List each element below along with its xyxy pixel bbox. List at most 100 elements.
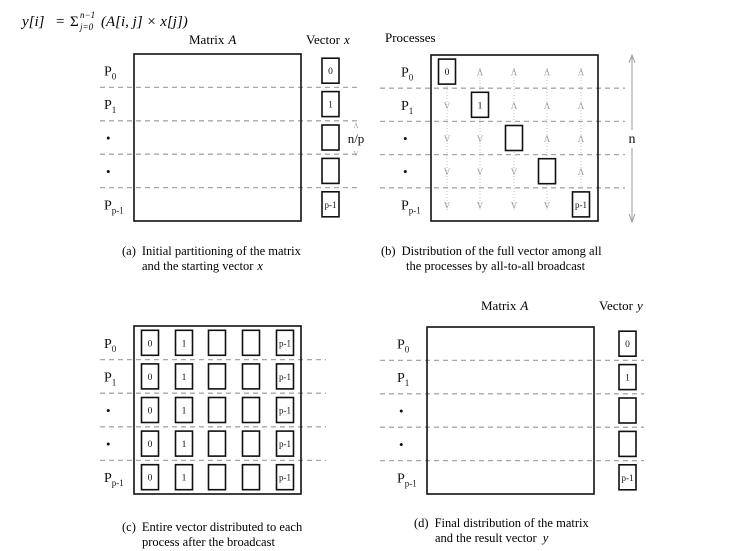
vector-block-label: 0 xyxy=(328,67,333,77)
diagonal-block xyxy=(571,191,591,218)
vector-x-block xyxy=(321,124,340,151)
caption-a-line1: (a)Initial partitioning of the matrix xyxy=(122,244,302,258)
vector-block-label: p-1 xyxy=(622,473,634,483)
vector-copy-block xyxy=(275,463,295,491)
caption-d-line1: (d)Final distribution of the matrix xyxy=(414,516,589,530)
vector-copy-block xyxy=(241,463,261,491)
vector-block-label: p-1 xyxy=(575,200,587,210)
vector-block-label: 1 xyxy=(182,407,187,417)
vector-block-label: 0 xyxy=(148,474,153,484)
vector-copy-block xyxy=(174,463,194,491)
matrix-b xyxy=(430,54,599,222)
diagonal-block xyxy=(504,124,524,152)
vector-copy-block xyxy=(241,396,261,424)
caption-c-line2: process after the broadcast xyxy=(142,535,275,549)
matrix-a xyxy=(133,53,302,222)
arrow-down-icon: V xyxy=(511,167,518,177)
vector-block-label: 1 xyxy=(328,101,333,111)
process-label: Pp-1 xyxy=(104,471,124,488)
vector-block-label: 1 xyxy=(625,374,630,384)
vector-block-label: 0 xyxy=(445,68,450,78)
vector-x-block xyxy=(321,57,340,85)
process-dot: • xyxy=(106,403,111,418)
vector-copy-block xyxy=(140,396,160,424)
vector-block-label: p-1 xyxy=(279,372,291,382)
vector-block-label: 0 xyxy=(625,340,630,350)
arrow-up-icon xyxy=(628,53,636,64)
diagonal-block xyxy=(470,91,490,119)
arrow-down-icon: V xyxy=(477,167,484,177)
process-label: Pp-1 xyxy=(397,471,417,488)
process-label: P1 xyxy=(104,370,116,387)
arrow-down-icon: V xyxy=(511,200,518,210)
formula-lower: j=0 xyxy=(79,22,94,32)
vector-y-block xyxy=(618,430,637,458)
vector-copy-block xyxy=(241,363,261,390)
vector-copy-block xyxy=(241,430,261,457)
process-dot: • xyxy=(106,164,111,179)
arrow-up-icon: Λ xyxy=(578,68,585,78)
process-label: Pp-1 xyxy=(401,198,421,215)
process-label: P1 xyxy=(401,99,413,116)
process-label: P1 xyxy=(104,98,116,115)
vector-copy-block xyxy=(241,329,261,357)
vector-block-label: 1 xyxy=(182,474,187,484)
matrix-d xyxy=(426,326,595,495)
caption-b: (b)Distribution of the full vector among… xyxy=(381,244,602,273)
vector-block-label: p-1 xyxy=(279,338,291,348)
arrow-down-icon: V xyxy=(353,150,358,158)
formula-sigma: Σ xyxy=(70,14,79,30)
arrow-up-icon: Λ xyxy=(544,134,551,144)
arrow-down-icon: V xyxy=(444,134,451,144)
vector-block-label: 0 xyxy=(148,407,153,417)
formula-eq: = xyxy=(56,14,64,30)
caption-c-line1: (c)Entire vector distributed to each xyxy=(122,520,303,534)
arrow-up-icon: Λ xyxy=(578,101,585,111)
vector-copy-block xyxy=(275,329,295,357)
vector-block-label: 1 xyxy=(182,440,187,450)
vector-block-label: 0 xyxy=(148,440,153,450)
block-size-label: n/p xyxy=(348,131,365,146)
vector-copy-block xyxy=(140,463,160,491)
vector-x-block xyxy=(321,90,340,118)
arrow-down-icon: V xyxy=(444,200,451,210)
matrix-c xyxy=(133,325,302,495)
arrow-down-icon: V xyxy=(444,167,451,177)
process-label: P0 xyxy=(104,337,117,354)
process-dot: • xyxy=(399,437,404,452)
process-label: P0 xyxy=(104,65,117,82)
vector-block-label: p-1 xyxy=(325,200,337,210)
arrow-up-icon: Λ xyxy=(578,167,585,177)
caption-d: (d)Final distribution of the matrix and … xyxy=(414,516,589,545)
vector-copy-block xyxy=(174,329,194,357)
processes-header: Processes xyxy=(385,30,436,45)
process-label: P0 xyxy=(401,66,414,83)
caption-b-line1: (b)Distribution of the full vector among… xyxy=(381,244,602,258)
arrow-up-icon: Λ xyxy=(477,68,484,78)
vector-copy-block xyxy=(174,430,194,457)
dimension-label: n xyxy=(629,132,636,147)
vector-y-block xyxy=(618,463,637,491)
vector-block-label: 0 xyxy=(148,339,153,349)
vector-copy-block xyxy=(140,363,160,390)
vector-block-label: p-1 xyxy=(279,473,291,483)
vector-x-block xyxy=(321,191,340,218)
vector-block-label: p-1 xyxy=(279,406,291,416)
vector-copy-block xyxy=(174,363,194,390)
process-label: P0 xyxy=(397,338,410,355)
vector-copy-block xyxy=(275,363,295,390)
vector-copy-block xyxy=(207,363,227,390)
process-dot: • xyxy=(106,437,111,452)
vector-x-block xyxy=(321,157,340,185)
vector-block-label: 1 xyxy=(182,339,187,349)
vector-y-block xyxy=(618,330,637,358)
